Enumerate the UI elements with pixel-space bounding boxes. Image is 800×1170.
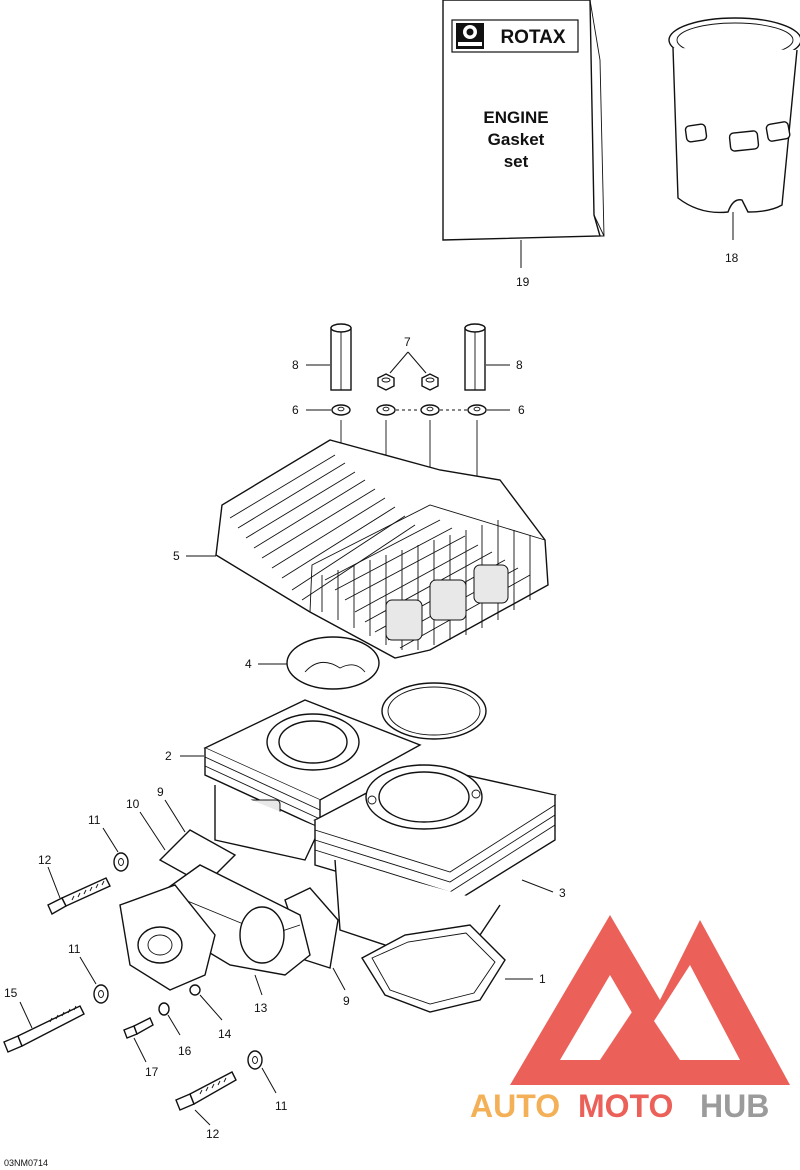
callout-2: 2 xyxy=(165,749,172,763)
callout-14: 14 xyxy=(218,1027,232,1041)
outlet-housing xyxy=(119,884,216,996)
lock-washer-16 xyxy=(158,1002,170,1016)
callout-6-left: 6 xyxy=(292,403,299,417)
head-stud-left xyxy=(330,323,352,391)
callout-12-bottom: 12 xyxy=(206,1127,220,1141)
kit-title-line2: Gasket xyxy=(488,130,545,149)
callout-7: 7 xyxy=(404,335,411,349)
washer-11-upper xyxy=(113,852,129,872)
watermark-auto: AUTO xyxy=(470,1088,560,1124)
callout-11-middle: 11 xyxy=(68,942,81,956)
callout-13: 13 xyxy=(254,1001,268,1015)
head-nut-right xyxy=(421,373,439,391)
callout-10: 10 xyxy=(126,797,140,811)
washers-row xyxy=(331,404,487,416)
callout-8-left: 8 xyxy=(292,358,299,372)
bolt-15 xyxy=(3,1005,85,1053)
automotohub-watermark: AUTO MOTO HUB xyxy=(470,915,790,1124)
washer-11-middle xyxy=(93,984,109,1004)
head-gasket-rings xyxy=(286,636,487,740)
callout-3: 3 xyxy=(559,886,566,900)
callout-15: 15 xyxy=(4,986,18,1000)
callout-17: 17 xyxy=(145,1065,159,1079)
bolt-17 xyxy=(123,1017,154,1039)
callout-11-bottom: 11 xyxy=(275,1099,288,1113)
callout-19: 19 xyxy=(516,275,530,289)
callout-6-right: 6 xyxy=(518,403,525,417)
callout-1: 1 xyxy=(539,972,546,986)
diagram-id: 03NM0714 xyxy=(4,1158,48,1168)
washer-11-lower xyxy=(247,1050,263,1070)
cylinder-head xyxy=(215,439,549,659)
watermark-hub: HUB xyxy=(700,1088,769,1124)
gasket-kit-box: ROTAX ENGINE Gasket set 19 xyxy=(442,0,605,289)
callout-18: 18 xyxy=(725,251,739,265)
callout-9-bottom: 9 xyxy=(343,994,350,1008)
head-stud-right xyxy=(464,323,486,391)
kit-brand: ROTAX xyxy=(500,27,565,48)
callout-11-top: 11 xyxy=(88,813,101,827)
cylinder-sleeve: 18 xyxy=(668,17,800,265)
callout-12-top: 12 xyxy=(38,853,52,867)
cylinder-left xyxy=(203,699,422,861)
callout-5: 5 xyxy=(173,549,180,563)
callout-8-right: 8 xyxy=(516,358,523,372)
watermark-moto: MOTO xyxy=(578,1088,673,1124)
rotax-logo-icon xyxy=(456,23,484,49)
cylinder-right xyxy=(313,764,557,951)
cylinder-base-gasket xyxy=(361,924,506,1013)
bolt-12-lower xyxy=(175,1071,237,1111)
callout-4: 4 xyxy=(245,657,252,671)
kit-title-line1: ENGINE xyxy=(483,108,548,127)
head-nut-left xyxy=(377,373,395,391)
kit-title-line3: set xyxy=(504,152,529,171)
callout-16: 16 xyxy=(178,1044,192,1058)
bolt-12-upper xyxy=(47,877,111,915)
callout-9-top: 9 xyxy=(157,785,164,799)
